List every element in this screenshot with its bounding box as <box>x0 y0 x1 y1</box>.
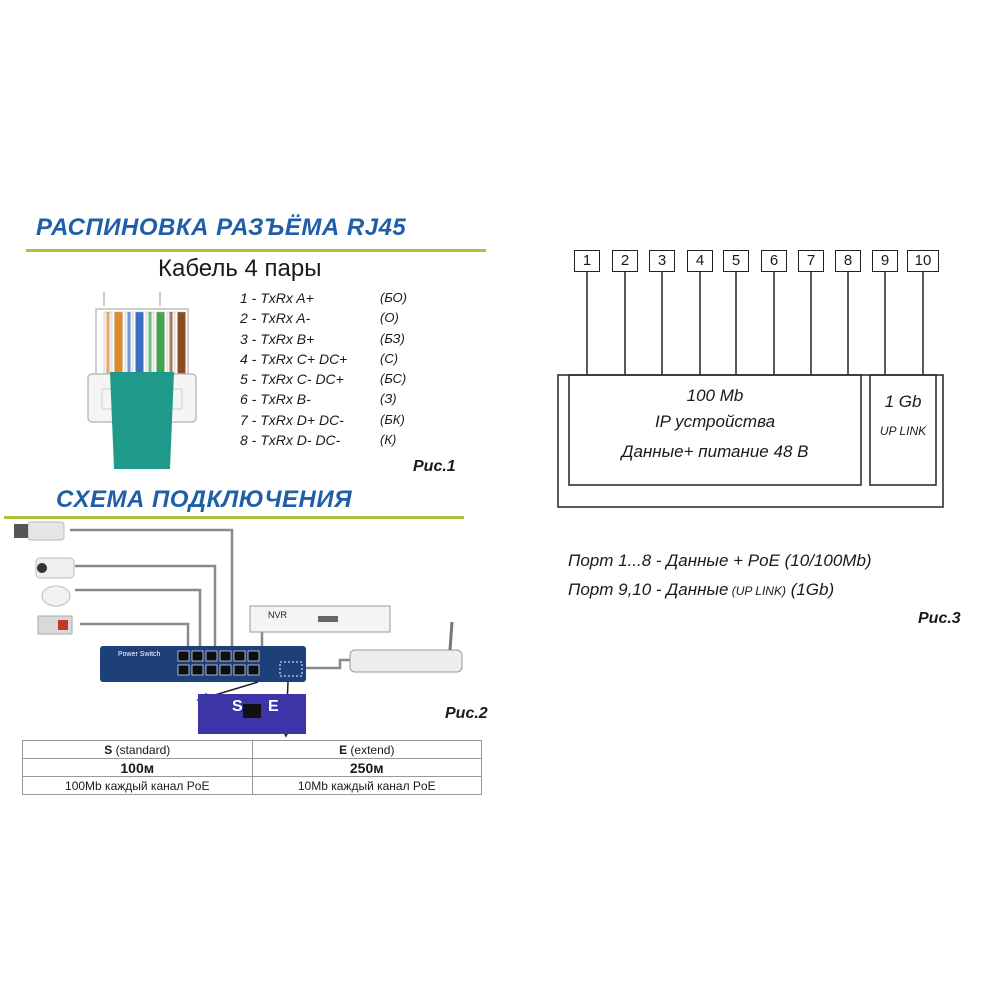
port-9: 9 <box>872 250 898 272</box>
figure-2-label: Рис.2 <box>445 705 488 722</box>
wire-pin-8 <box>177 311 186 375</box>
pin-4-code: (С) <box>380 350 399 366</box>
port-7: 7 <box>798 250 824 272</box>
wire-stripe-5 <box>148 312 152 374</box>
cable-jacket <box>110 372 174 469</box>
router-device <box>349 621 463 673</box>
switch-port <box>247 650 260 662</box>
switch-port <box>233 650 246 662</box>
wire-stripe-1 <box>106 312 110 374</box>
port-10: 10 <box>907 250 939 272</box>
port-6: 6 <box>761 250 787 272</box>
mode-e-label: E <box>268 698 279 715</box>
switch-port <box>205 664 218 676</box>
pin-4-label: 4 - TxRx C+ DC+ <box>240 350 348 367</box>
pin-6-label: 6 - TxRx B- <box>240 391 311 408</box>
switch-port <box>219 664 232 676</box>
pin-color-codes: (БО) (О) (БЗ) (С) (БС) (З) (БК) (К) <box>380 288 407 450</box>
switch-port <box>177 650 190 662</box>
pin-2-code: (О) <box>380 310 399 326</box>
legend-ports-1-8: Порт 1...8 - Данные + PoE (10/100Mb) <box>568 551 872 570</box>
table-distance-standard: 100м <box>22 758 253 777</box>
uplink-port-block <box>869 374 937 486</box>
table-distance-extend: 250м <box>251 758 482 777</box>
wire-stripe-7 <box>169 312 173 374</box>
switch-port <box>177 664 190 676</box>
main-block-line2: IP устройства <box>654 412 776 431</box>
connection-heading-rule <box>4 516 464 519</box>
bullet-camera-icon <box>14 521 65 541</box>
table-header-standard: S (standard) <box>22 740 253 759</box>
switch-port <box>247 664 260 676</box>
pin-3-code: (БЗ) <box>380 330 405 346</box>
port-8: 8 <box>835 250 861 272</box>
rj45-connector-illustration <box>87 292 197 469</box>
pin-7-code: (БК) <box>380 411 405 427</box>
dome-camera-icon <box>41 585 71 607</box>
main-block-line3: Данные+ питание 48 В <box>621 442 809 461</box>
access-panel-icon <box>37 615 73 635</box>
switch-port <box>191 664 204 676</box>
pin-8-code: (К) <box>380 432 397 448</box>
switch-port <box>233 664 246 676</box>
table-speed-extend: 10Mb каждый канал PoE <box>251 776 482 795</box>
switch-port <box>219 650 232 662</box>
pin-2-label: 2 - TxRx A- <box>240 310 311 327</box>
wire-pin-6 <box>156 311 165 375</box>
table-speed-standard: 100Mb каждый канал PoE <box>22 776 253 795</box>
rj45-heading-rule <box>26 249 486 252</box>
pin-1-code: (БО) <box>380 290 407 305</box>
nvr-label: NVR <box>268 610 288 620</box>
port-2: 2 <box>612 250 638 272</box>
port-4: 4 <box>687 250 713 272</box>
wire-pin-4 <box>135 311 144 375</box>
pin-3-label: 3 - TxRx B+ <box>240 330 315 347</box>
legend-ports-9-10: Порт 9,10 - Данные (UP LINK) (1Gb) <box>568 580 835 599</box>
switch-port <box>205 650 218 662</box>
port-1: 1 <box>574 250 600 272</box>
rj45-heading: РАСПИНОВКА РАЗЪЁМА RJ45 <box>36 214 407 241</box>
mode-s-label: S <box>232 698 243 715</box>
cable-title: Кабель 4 пары <box>158 255 322 282</box>
mode-table: S (standard) E (extend) 100м 250м 100Mb … <box>22 740 482 795</box>
port-diagram <box>557 272 944 508</box>
connection-diagram <box>14 521 463 738</box>
figure-1-label: Рис.1 <box>413 458 456 475</box>
uplink-block-line2: UP LINK <box>879 424 927 438</box>
pin-5-label: 5 - TxRx C- DC+ <box>240 371 344 388</box>
pin-8-label: 8 - TxRx D- DC- <box>240 432 341 449</box>
port-5: 5 <box>723 250 749 272</box>
uplink-block-line1: 1 Gb <box>884 392 922 411</box>
camera-cables <box>70 528 355 670</box>
main-port-block <box>568 374 862 486</box>
pin-1-label: 1 - TxRx A+ <box>240 290 314 306</box>
pin-5-code: (БС) <box>380 371 407 387</box>
pin-7-label: 7 - TxRx D+ DC- <box>240 411 344 428</box>
wire-stripe-3 <box>127 312 131 374</box>
pin-list: 1 - TxRx A+ 2 - TxRx A- 3 - TxRx B+ 4 - … <box>240 288 347 450</box>
nvr-device <box>249 605 391 633</box>
main-block-line1: 100 Mb <box>686 386 744 405</box>
poe-switch-device <box>100 646 306 682</box>
table-header-extend: E (extend) <box>251 740 482 759</box>
port-3: 3 <box>649 250 675 272</box>
box-camera-icon <box>35 557 75 579</box>
figure-3-label: Рис.3 <box>918 610 961 627</box>
switch-label: Power Switch <box>118 651 161 658</box>
connection-heading: СХЕМА ПОДКЛЮЧЕНИЯ <box>56 486 353 513</box>
pin-6-code: (З) <box>380 391 397 407</box>
wire-pin-2 <box>114 311 123 375</box>
switch-port <box>191 650 204 662</box>
